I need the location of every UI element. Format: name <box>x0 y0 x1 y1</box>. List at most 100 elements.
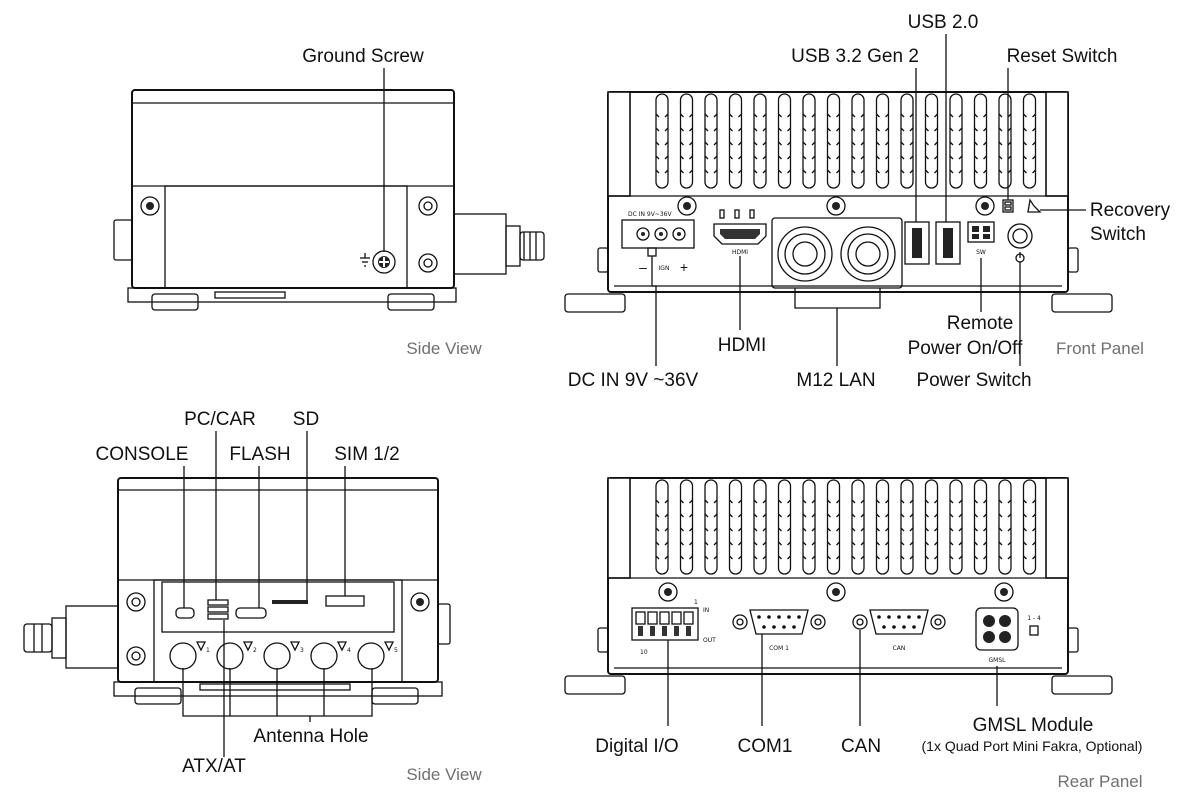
heatsink-ridge <box>949 555 954 560</box>
heatsink-ridge <box>1032 155 1036 160</box>
heatsink-ridge <box>1023 527 1027 532</box>
gmsl-fakra-icon: GMSL 1 - 4 <box>975 607 1041 664</box>
dio-pin10-print: 10 <box>640 649 648 656</box>
heatsink-ridge <box>1032 141 1036 146</box>
heatsink-slot <box>826 93 841 189</box>
heatsink-ridge <box>802 127 807 132</box>
heatsink-ridge <box>983 113 987 118</box>
heatsink-ridge <box>925 155 929 160</box>
heatsink-ridge <box>1007 499 1012 504</box>
heatsink-ridge <box>778 541 782 546</box>
db9-pin <box>887 615 891 619</box>
heatsink-slot <box>851 479 865 575</box>
heatsink-ridge <box>983 127 987 132</box>
heatsink-ridge <box>753 141 758 146</box>
heatsink-ridge <box>934 113 938 118</box>
heatsink-ridge <box>680 555 684 560</box>
antenna-number: 2 <box>253 647 257 654</box>
dc-in-print: DC IN 9V~36V <box>628 211 672 218</box>
heatsink-ridge <box>664 499 669 504</box>
heatsink-ridge <box>1007 513 1012 518</box>
heatsink-ridge <box>836 127 840 132</box>
heatsink-ridge <box>958 499 963 504</box>
heatsink-ridge <box>664 527 669 532</box>
heatsink-ridge <box>762 541 767 546</box>
heatsink-ridge <box>1032 499 1036 504</box>
gmsl-label: GMSL Module <box>973 715 1094 736</box>
heatsink-ridge <box>787 555 791 560</box>
heatsink-ridge <box>934 141 938 146</box>
heatsink-ridge <box>738 527 742 532</box>
db9-pin <box>777 615 781 619</box>
heatsink-ridge <box>1023 169 1027 174</box>
heatsink-ridge <box>713 127 718 132</box>
heatsink-ridge <box>664 541 669 546</box>
rear-panel-caption: Rear Panel <box>1057 772 1142 791</box>
heatsink-ridge <box>680 513 684 518</box>
heatsink-ridge <box>655 169 660 174</box>
heatsink-ridge <box>876 527 880 532</box>
antenna-number: 3 <box>300 647 304 654</box>
heatsink-ridge <box>811 141 816 146</box>
m12-lan-label: M12 LAN <box>796 370 875 391</box>
heatsink-ridge <box>836 113 840 118</box>
sd-slot-icon <box>272 600 308 604</box>
heatsink-ridge <box>998 155 1003 160</box>
heatsink-ridge <box>998 555 1003 560</box>
heatsink-ridge <box>811 513 816 518</box>
heatsink-ridge <box>704 169 709 174</box>
recovery-switch-label: Recovery <box>1090 200 1171 221</box>
heatsink-ridge <box>827 155 831 160</box>
heatsink-ridge <box>949 527 954 532</box>
hdmi-port-icon: HDMI <box>713 223 767 256</box>
heatsink-ridge <box>827 499 831 504</box>
com1-print: COM 1 <box>769 645 789 652</box>
remote-power-connector: SW <box>967 221 995 256</box>
heatsink-slot <box>826 479 841 575</box>
heatsink-ridge <box>778 499 782 504</box>
heatsink-ridge <box>983 555 987 560</box>
heatsink-slot <box>973 93 988 189</box>
heatsink-ridge <box>787 513 791 518</box>
heatsink-ridge <box>949 513 954 518</box>
heatsink-ridge <box>753 513 758 518</box>
heatsink-ridge <box>836 555 840 560</box>
heatsink-ridge <box>949 141 954 146</box>
heatsink-ridge <box>655 155 660 160</box>
can-port-icon: CAN <box>852 609 946 652</box>
heatsink-ridge <box>876 169 880 174</box>
heatsink-ridge <box>689 155 693 160</box>
heatsink-ridge <box>998 169 1003 174</box>
heatsink-ridge <box>753 527 758 532</box>
heatsink-ridge <box>680 113 684 118</box>
heatsink-ridge <box>729 127 733 132</box>
heatsink-ridge <box>827 113 831 118</box>
heatsink-ridge <box>827 527 831 532</box>
db9-pin <box>767 615 771 619</box>
dio-pin <box>659 611 670 625</box>
db9-pin <box>762 625 766 629</box>
heatsink-ridge <box>1032 555 1036 560</box>
hdmi-print: HDMI <box>732 249 748 256</box>
sd-label: SD <box>293 409 319 430</box>
heatsink-ridge <box>680 169 684 174</box>
antenna-hole-label: Antenna Hole <box>253 726 368 747</box>
heatsink-ridge <box>998 541 1003 546</box>
heatsink-slot <box>949 93 963 189</box>
heatsink-ridge <box>958 155 963 160</box>
heatsink-slot <box>728 93 743 189</box>
heatsink-ridge <box>713 555 718 560</box>
heatsink-ridge <box>704 127 709 132</box>
antenna-icon <box>383 641 395 652</box>
heatsink-ridge <box>885 541 889 546</box>
heatsink-ridge <box>680 155 684 160</box>
heatsink-ridge <box>689 555 693 560</box>
heatsink-ridge <box>909 141 914 146</box>
heatsink-ridge <box>860 113 865 118</box>
heatsink-ridge <box>1023 555 1027 560</box>
antenna-icon <box>242 641 254 652</box>
heatsink-ridge <box>704 527 709 532</box>
heatsink-ridge <box>655 541 660 546</box>
heatsink-ridge <box>713 527 718 532</box>
